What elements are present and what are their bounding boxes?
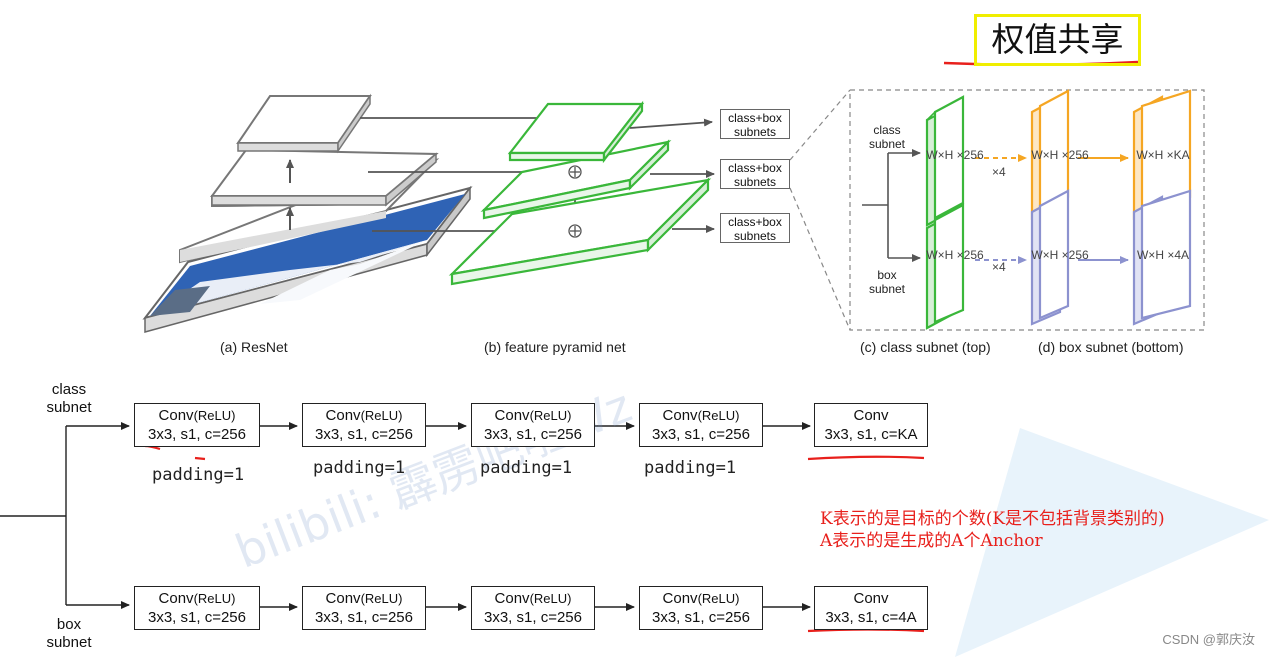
- conv-activation: (ReLU): [193, 408, 236, 423]
- padding-label: padding=1: [644, 458, 737, 478]
- fpn-output-box: class+box subnets: [720, 109, 790, 139]
- fpn-pyramid: [448, 100, 712, 286]
- class-subnet-label: class subnet: [868, 123, 906, 151]
- conv-name: Conv: [853, 590, 889, 607]
- conv-name: Conv: [494, 407, 530, 424]
- conv-name: Conv: [662, 590, 698, 607]
- conv-activation: (ReLU): [360, 408, 403, 423]
- resnet-stack: [142, 93, 473, 333]
- note-a: A表示的是生成的A个Anchor: [820, 531, 1043, 551]
- caption-box-subnet: (d) box subnet (bottom): [1038, 339, 1184, 355]
- box-subnet-label: box subnet: [868, 268, 906, 296]
- padding-label: padding=1: [480, 458, 573, 478]
- conv-params: 3x3, s1, c=256: [652, 609, 750, 626]
- conv-name: Conv: [325, 590, 361, 607]
- title-box: 权值共享: [974, 14, 1141, 66]
- box-conv-final: Conv 3x3, s1, c=4A: [814, 586, 928, 630]
- conv-name: Conv: [662, 407, 698, 424]
- conv-params: 3x3, s1, c=4A: [825, 609, 917, 626]
- box-feature-dims: W×H ×256: [926, 248, 984, 262]
- class-conv-4: Conv(ReLU) 3x3, s1, c=256: [639, 403, 763, 447]
- class-conv-2: Conv(ReLU) 3x3, s1, c=256: [302, 403, 426, 447]
- subnet-arrows: [975, 154, 1129, 264]
- background-triangle: [955, 428, 1269, 657]
- conv-activation: (ReLU): [697, 408, 740, 423]
- box-conv-1: Conv(ReLU) 3x3, s1, c=256: [134, 586, 260, 630]
- class-conv-final: Conv 3x3, s1, c=KA: [814, 403, 928, 447]
- padding-label: padding=1: [152, 465, 245, 485]
- caption-fpn: (b) feature pyramid net: [484, 339, 626, 355]
- annotation-note: K表示的是目标的个数(K是不包括背景类别的) A表示的是生成的A个Anchor: [820, 508, 1165, 552]
- conv-name: Conv: [494, 590, 530, 607]
- credit: CSDN @郭庆汝: [1162, 632, 1255, 647]
- class-conv-1: Conv(ReLU) 3x3, s1, c=256: [134, 403, 260, 447]
- conv-activation: (ReLU): [697, 591, 740, 606]
- box-output-dims: W×H ×4A: [1136, 248, 1190, 262]
- fpn-output-box: class+box subnets: [720, 213, 790, 243]
- fpn-output-box: class+box subnets: [720, 159, 790, 189]
- note-k: K表示的是目标的个数(K是不包括背景类别的): [820, 509, 1165, 529]
- conv-params: 3x3, s1, c=256: [484, 609, 582, 626]
- box-hidden-dims: W×H ×256: [1031, 248, 1089, 262]
- conv-name: Conv: [853, 407, 889, 424]
- conv-activation: (ReLU): [360, 591, 403, 606]
- conv-activation: (ReLU): [529, 408, 572, 423]
- fpn-output-arrows: [629, 118, 715, 233]
- conv-params: 3x3, s1, c=256: [148, 609, 246, 626]
- subnet-branch: [862, 149, 921, 262]
- caption-resnet: (a) ResNet: [220, 339, 288, 355]
- box-conv-4: Conv(ReLU) 3x3, s1, c=256: [639, 586, 763, 630]
- conv-params: 3x3, s1, c=256: [315, 609, 413, 626]
- conv-params: 3x3, s1, c=256: [652, 426, 750, 443]
- padding-label: padding=1: [313, 458, 406, 478]
- sum-nodes: [568, 165, 582, 238]
- box-times4-label: ×4: [992, 260, 1006, 274]
- conv-params: 3x3, s1, c=KA: [824, 426, 918, 443]
- conv-name: Conv: [158, 590, 194, 607]
- conv-params: 3x3, s1, c=256: [315, 426, 413, 443]
- conv-params: 3x3, s1, c=256: [148, 426, 246, 443]
- box-conv-2: Conv(ReLU) 3x3, s1, c=256: [302, 586, 426, 630]
- row-box-subnet-label: box subnet: [46, 616, 92, 651]
- class-times4-label: ×4: [992, 165, 1006, 179]
- conv-name: Conv: [158, 407, 194, 424]
- conv-name: Conv: [325, 407, 361, 424]
- conv-activation: (ReLU): [193, 591, 236, 606]
- box-feature-block: [925, 203, 965, 330]
- conv-row-connectors: [0, 422, 811, 611]
- box-conv-3: Conv(ReLU) 3x3, s1, c=256: [471, 586, 595, 630]
- row-class-subnet-label: class subnet: [46, 381, 92, 416]
- box-output-block: [1132, 189, 1192, 326]
- class-conv-3: Conv(ReLU) 3x3, s1, c=256: [471, 403, 595, 447]
- class-hidden-block: [1030, 89, 1070, 220]
- conv-activation: (ReLU): [529, 591, 572, 606]
- box-hidden-block: [1030, 189, 1070, 326]
- class-feature-dims: W×H ×256: [926, 148, 984, 162]
- caption-class-subnet: (c) class subnet (top): [860, 339, 991, 355]
- conv-params: 3x3, s1, c=256: [484, 426, 582, 443]
- class-hidden-dims: W×H ×256: [1031, 148, 1089, 162]
- subnet-zoom-box: [789, 89, 1205, 331]
- class-output-dims: W×H ×KA: [1136, 148, 1190, 162]
